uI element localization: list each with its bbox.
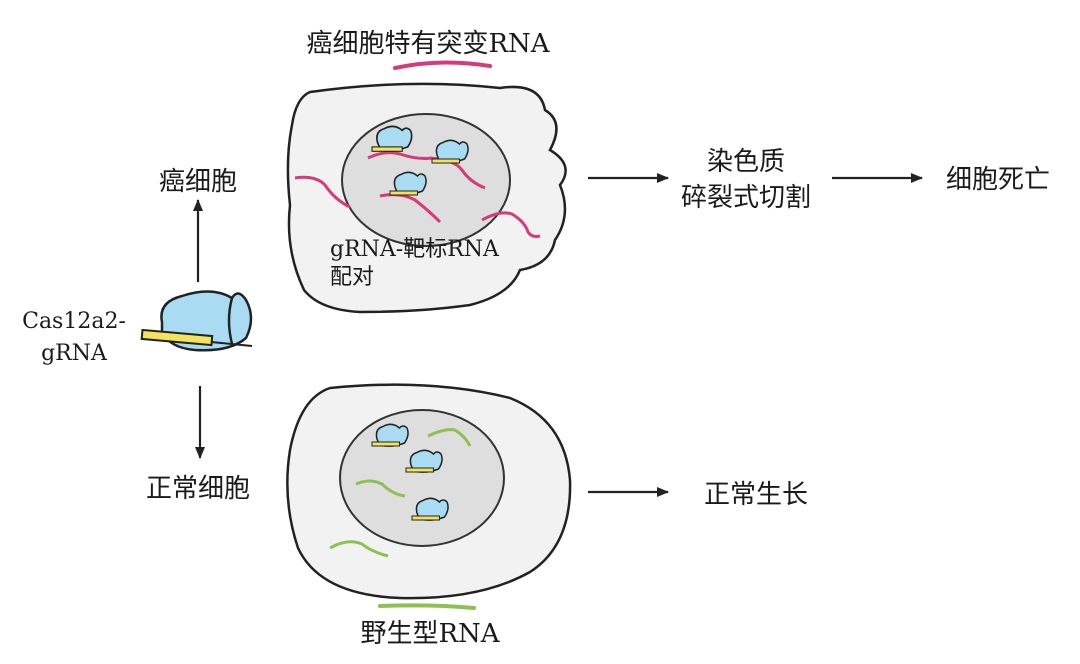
complex-label-line2: gRNA — [41, 341, 108, 366]
mutant-rna-title: 癌细胞特有突变RNA — [306, 29, 550, 59]
unbound-cas12a2-complex — [371, 423, 409, 447]
wildtype-rna-title: 野生型RNA — [360, 619, 500, 649]
cas12a2-loop — [227, 297, 234, 345]
cleavage-label-line2: 碎裂式切割 — [681, 183, 811, 213]
bound-cas12a2-complex — [389, 171, 427, 196]
unbound-cas12a2-complex — [405, 449, 443, 473]
cancer-cell — [286, 82, 567, 314]
cleavage-label: 染色质 — [707, 147, 785, 177]
wildtype-rna-strand — [427, 428, 472, 447]
mutant-rna-strand-legend — [393, 60, 492, 70]
complex-label: Cas12a2- — [22, 309, 126, 334]
pairing-label: gRNA-靶标RNA — [330, 237, 500, 262]
normal-cell-label: 正常细胞 — [146, 474, 250, 504]
bound-cas12a2-complex — [431, 139, 469, 164]
pairing-label-line2: 配对 — [330, 265, 374, 290]
cancer-cell-label: 癌细胞 — [159, 167, 237, 197]
mutant-rna-strand — [294, 175, 351, 209]
mutant-rna-strand — [481, 211, 541, 238]
mutant-rna-strand — [367, 151, 433, 160]
wildtype-rna-strand-legend — [378, 603, 476, 610]
bound-cas12a2-complex — [371, 125, 413, 152]
grna-guide — [140, 328, 214, 347]
normal-cell-nucleus — [339, 409, 505, 547]
wildtype-rna-strand — [355, 479, 406, 498]
cell-death-label: 细胞死亡 — [946, 165, 1050, 195]
normal-growth-label: 正常生长 — [704, 480, 808, 510]
normal-cell — [286, 383, 572, 600]
cas12a2-complex — [140, 290, 253, 352]
unbound-cas12a2-complex — [411, 497, 449, 521]
wildtype-rna-strand — [329, 540, 389, 558]
